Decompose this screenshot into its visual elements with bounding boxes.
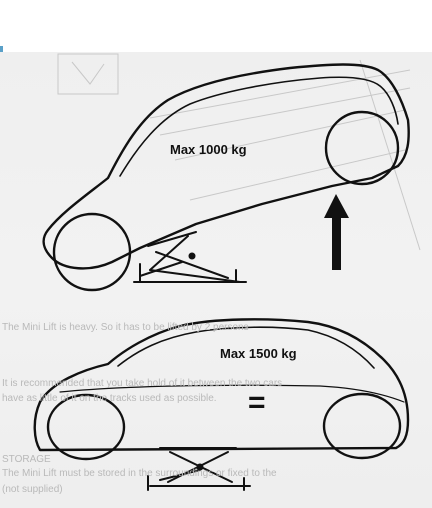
top-max-load-label: Max 1000 kg: [170, 142, 247, 157]
bottom-scissor-lift: [147, 447, 251, 491]
top-car-roofline: [119, 76, 399, 177]
edge-mark: [0, 46, 3, 52]
bleed-line-5: (not supplied): [2, 484, 63, 495]
bottom-car-roofline: [117, 326, 375, 369]
top-car-figure: [42, 63, 410, 292]
equals-sign: =: [248, 386, 266, 419]
bottom-car-beltline: [59, 384, 405, 403]
bleed-line-3: have as little of it on the tracks used …: [2, 393, 217, 404]
bleed-line-2: It is recommended that you take hold of …: [2, 378, 282, 389]
scanned-page-background: [0, 52, 432, 508]
top-front-wheel: [52, 212, 132, 292]
bleed-line-4: The Mini Lift must be stored in the surr…: [2, 468, 277, 479]
top-car-body: [42, 63, 410, 270]
bleed-heading: STORAGE: [2, 454, 51, 465]
bottom-car-body: [33, 318, 410, 452]
bleed-through-text: The Mini Lift is heavy. So it has to be …: [2, 322, 282, 495]
bottom-car-figure: [33, 318, 410, 461]
top-scissor-lift: [133, 231, 247, 283]
lift-arrow-up-icon: [324, 194, 349, 270]
top-rear-wheel: [324, 110, 400, 186]
bottom-front-wheel: [46, 393, 126, 461]
bottom-rear-wheel: [322, 392, 402, 460]
bottom-max-load-label: Max 1500 kg: [220, 346, 297, 361]
bleed-line-1: The Mini Lift is heavy. So it has to be …: [2, 322, 249, 333]
bleed-through-artwork: [57, 53, 421, 251]
